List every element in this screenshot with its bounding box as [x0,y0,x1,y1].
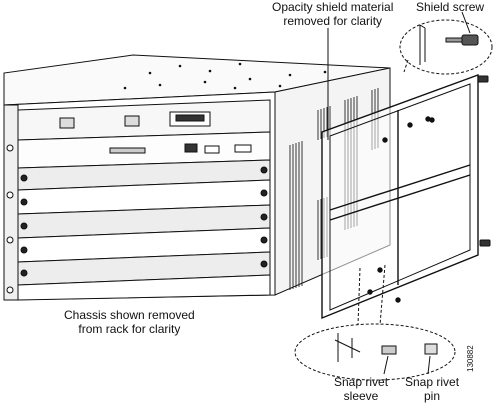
shield-screw-detail-art [419,24,479,65]
left-bracket [3,104,19,301]
figure-id: 130882 [466,345,475,372]
psu-switch-2 [124,115,140,127]
label-opacity-shield-line1: Opacity shield material [272,0,394,14]
shield-screw-detail [399,19,493,75]
label-shield-screw: Shield screw [416,0,484,14]
label-chassis-line1: Chassis shown removed [64,308,195,322]
sleeve-leader [383,355,389,375]
ejector-levers [20,166,268,277]
label-chassis-removed: Chassis shown removed from rack for clar… [64,308,195,336]
psu-label [175,114,205,122]
top-rivets [123,62,327,90]
label-opacity-shield-line2: removed for clarity [283,14,383,28]
shield-frame [321,73,479,320]
label-opacity-shield: Opacity shield material removed for clar… [272,0,393,28]
label-sleeve-line2: sleeve [343,389,379,403]
snap-rivet-detail-art [334,333,438,362]
shield-screw-leader [461,11,471,34]
label-snap-rivet-pin: Snap rivet pin [405,375,459,403]
snap-rivet-detail [294,323,456,381]
label-pin-line1: Snap rivet [405,375,460,389]
label-sleeve-line1: Snap rivet [334,375,389,389]
pin-leader [427,355,431,375]
label-chassis-line2: from rack for clarity [78,322,181,336]
label-pin-line2: pin [424,389,441,403]
line-card-slots [17,131,271,301]
psu-switch-1 [59,117,75,129]
label-snap-rivet-sleeve: Snap rivet sleeve [334,375,388,403]
frame-screws [367,116,435,303]
left-bracket-screws [6,144,14,294]
label-shield-screw-line1: Shield screw [416,0,485,14]
loose-shield-screws [477,75,491,247]
